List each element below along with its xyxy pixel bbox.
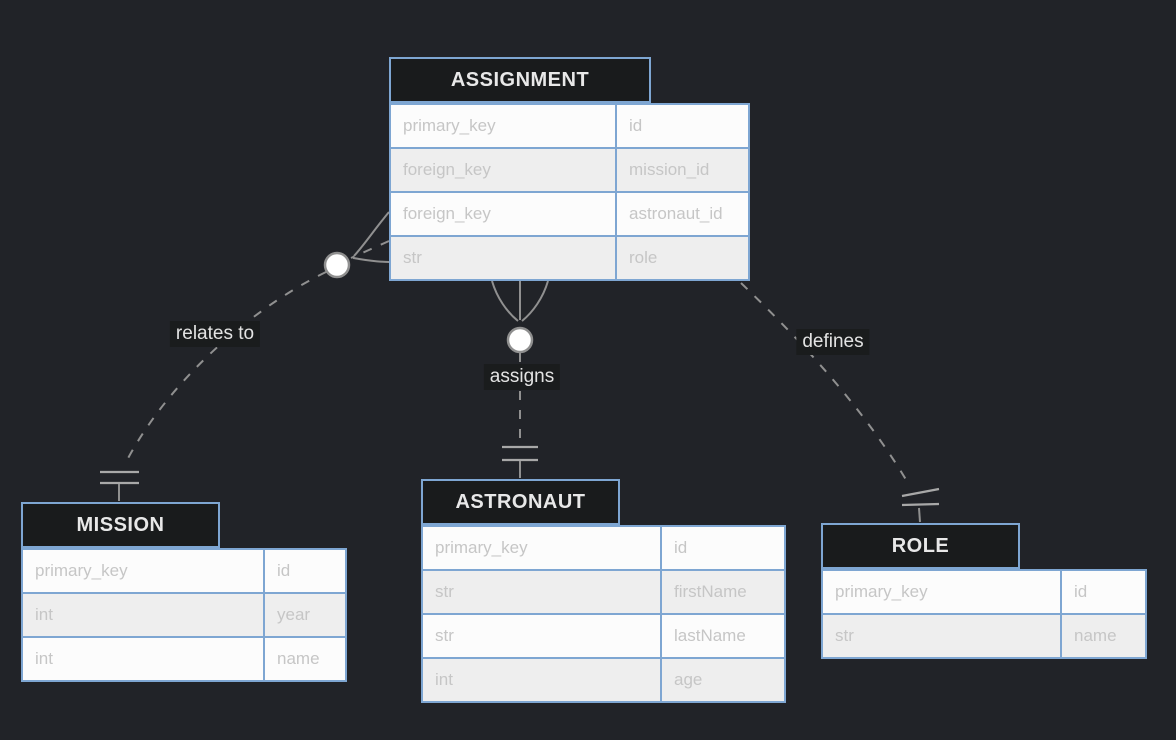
attribute-name-cell: id [1062, 571, 1145, 613]
attribute-type-cell: str [423, 571, 660, 613]
relationship-line-defines [740, 282, 940, 523]
zero-or-many-marker-icon [506, 326, 534, 354]
edge-tick [918, 507, 921, 523]
exactly-one-marker-icon [901, 487, 940, 507]
entity-table-assignment: primary_key id foreign_key mission_id fo… [389, 103, 750, 281]
entity-title-assignment: ASSIGNMENT [389, 57, 651, 103]
attribute-type-cell: primary_key [391, 105, 615, 147]
attribute-type-cell: foreign_key [391, 193, 615, 235]
crow-foot-icon [491, 280, 519, 322]
attribute-name-cell: id [265, 550, 345, 592]
attribute-type-cell: primary_key [823, 571, 1060, 613]
attribute-name-cell: firstName [662, 571, 784, 613]
relationship-label-relates-to: relates to [169, 321, 261, 347]
entity-table-role: primary_key id str name [821, 569, 1147, 659]
entity-table-mission: primary_key id int year int name [21, 548, 347, 682]
entity-table-astronaut: primary_key id str firstName str lastNam… [421, 525, 786, 703]
attribute-name-cell: year [265, 594, 345, 636]
relationship-label-defines: defines [796, 329, 870, 355]
attribute-name-cell: astronaut_id [617, 193, 748, 235]
attribute-type-cell: int [23, 638, 263, 680]
attribute-type-cell: str [423, 615, 660, 657]
attribute-type-cell: primary_key [23, 550, 263, 592]
attribute-type-cell: foreign_key [391, 149, 615, 191]
relationship-dash-curve [125, 271, 327, 463]
attribute-name-cell: mission_id [617, 149, 748, 191]
attribute-name-cell: id [662, 527, 784, 569]
attribute-name-cell: name [1062, 615, 1145, 657]
entity-title-mission: MISSION [21, 502, 220, 548]
relationship-label-assigns: assigns [483, 364, 561, 390]
attribute-type-cell: int [423, 659, 660, 701]
relationship-dash [350, 240, 390, 259]
entity-title-astronaut: ASTRONAUT [421, 479, 620, 525]
attribute-name-cell: id [617, 105, 748, 147]
attribute-name-cell: lastName [662, 615, 784, 657]
relationship-line-assigns [491, 280, 549, 478]
attribute-name-cell: age [662, 659, 784, 701]
entity-title-role: ROLE [821, 523, 1020, 569]
attribute-type-cell: int [23, 594, 263, 636]
relationship-dash-curve [740, 282, 909, 484]
attribute-type-cell: str [391, 237, 615, 279]
zero-or-many-marker-icon [323, 251, 351, 279]
exactly-one-marker-icon [502, 445, 538, 462]
attribute-type-cell: str [823, 615, 1060, 657]
crow-foot-icon [352, 257, 390, 263]
attribute-name-cell: name [265, 638, 345, 680]
relationship-line-relates-to [100, 211, 390, 501]
attribute-name-cell: role [617, 237, 748, 279]
crow-foot-icon [521, 280, 549, 322]
exactly-one-marker-icon [100, 470, 139, 485]
attribute-type-cell: primary_key [423, 527, 660, 569]
crow-foot-icon [353, 211, 390, 257]
